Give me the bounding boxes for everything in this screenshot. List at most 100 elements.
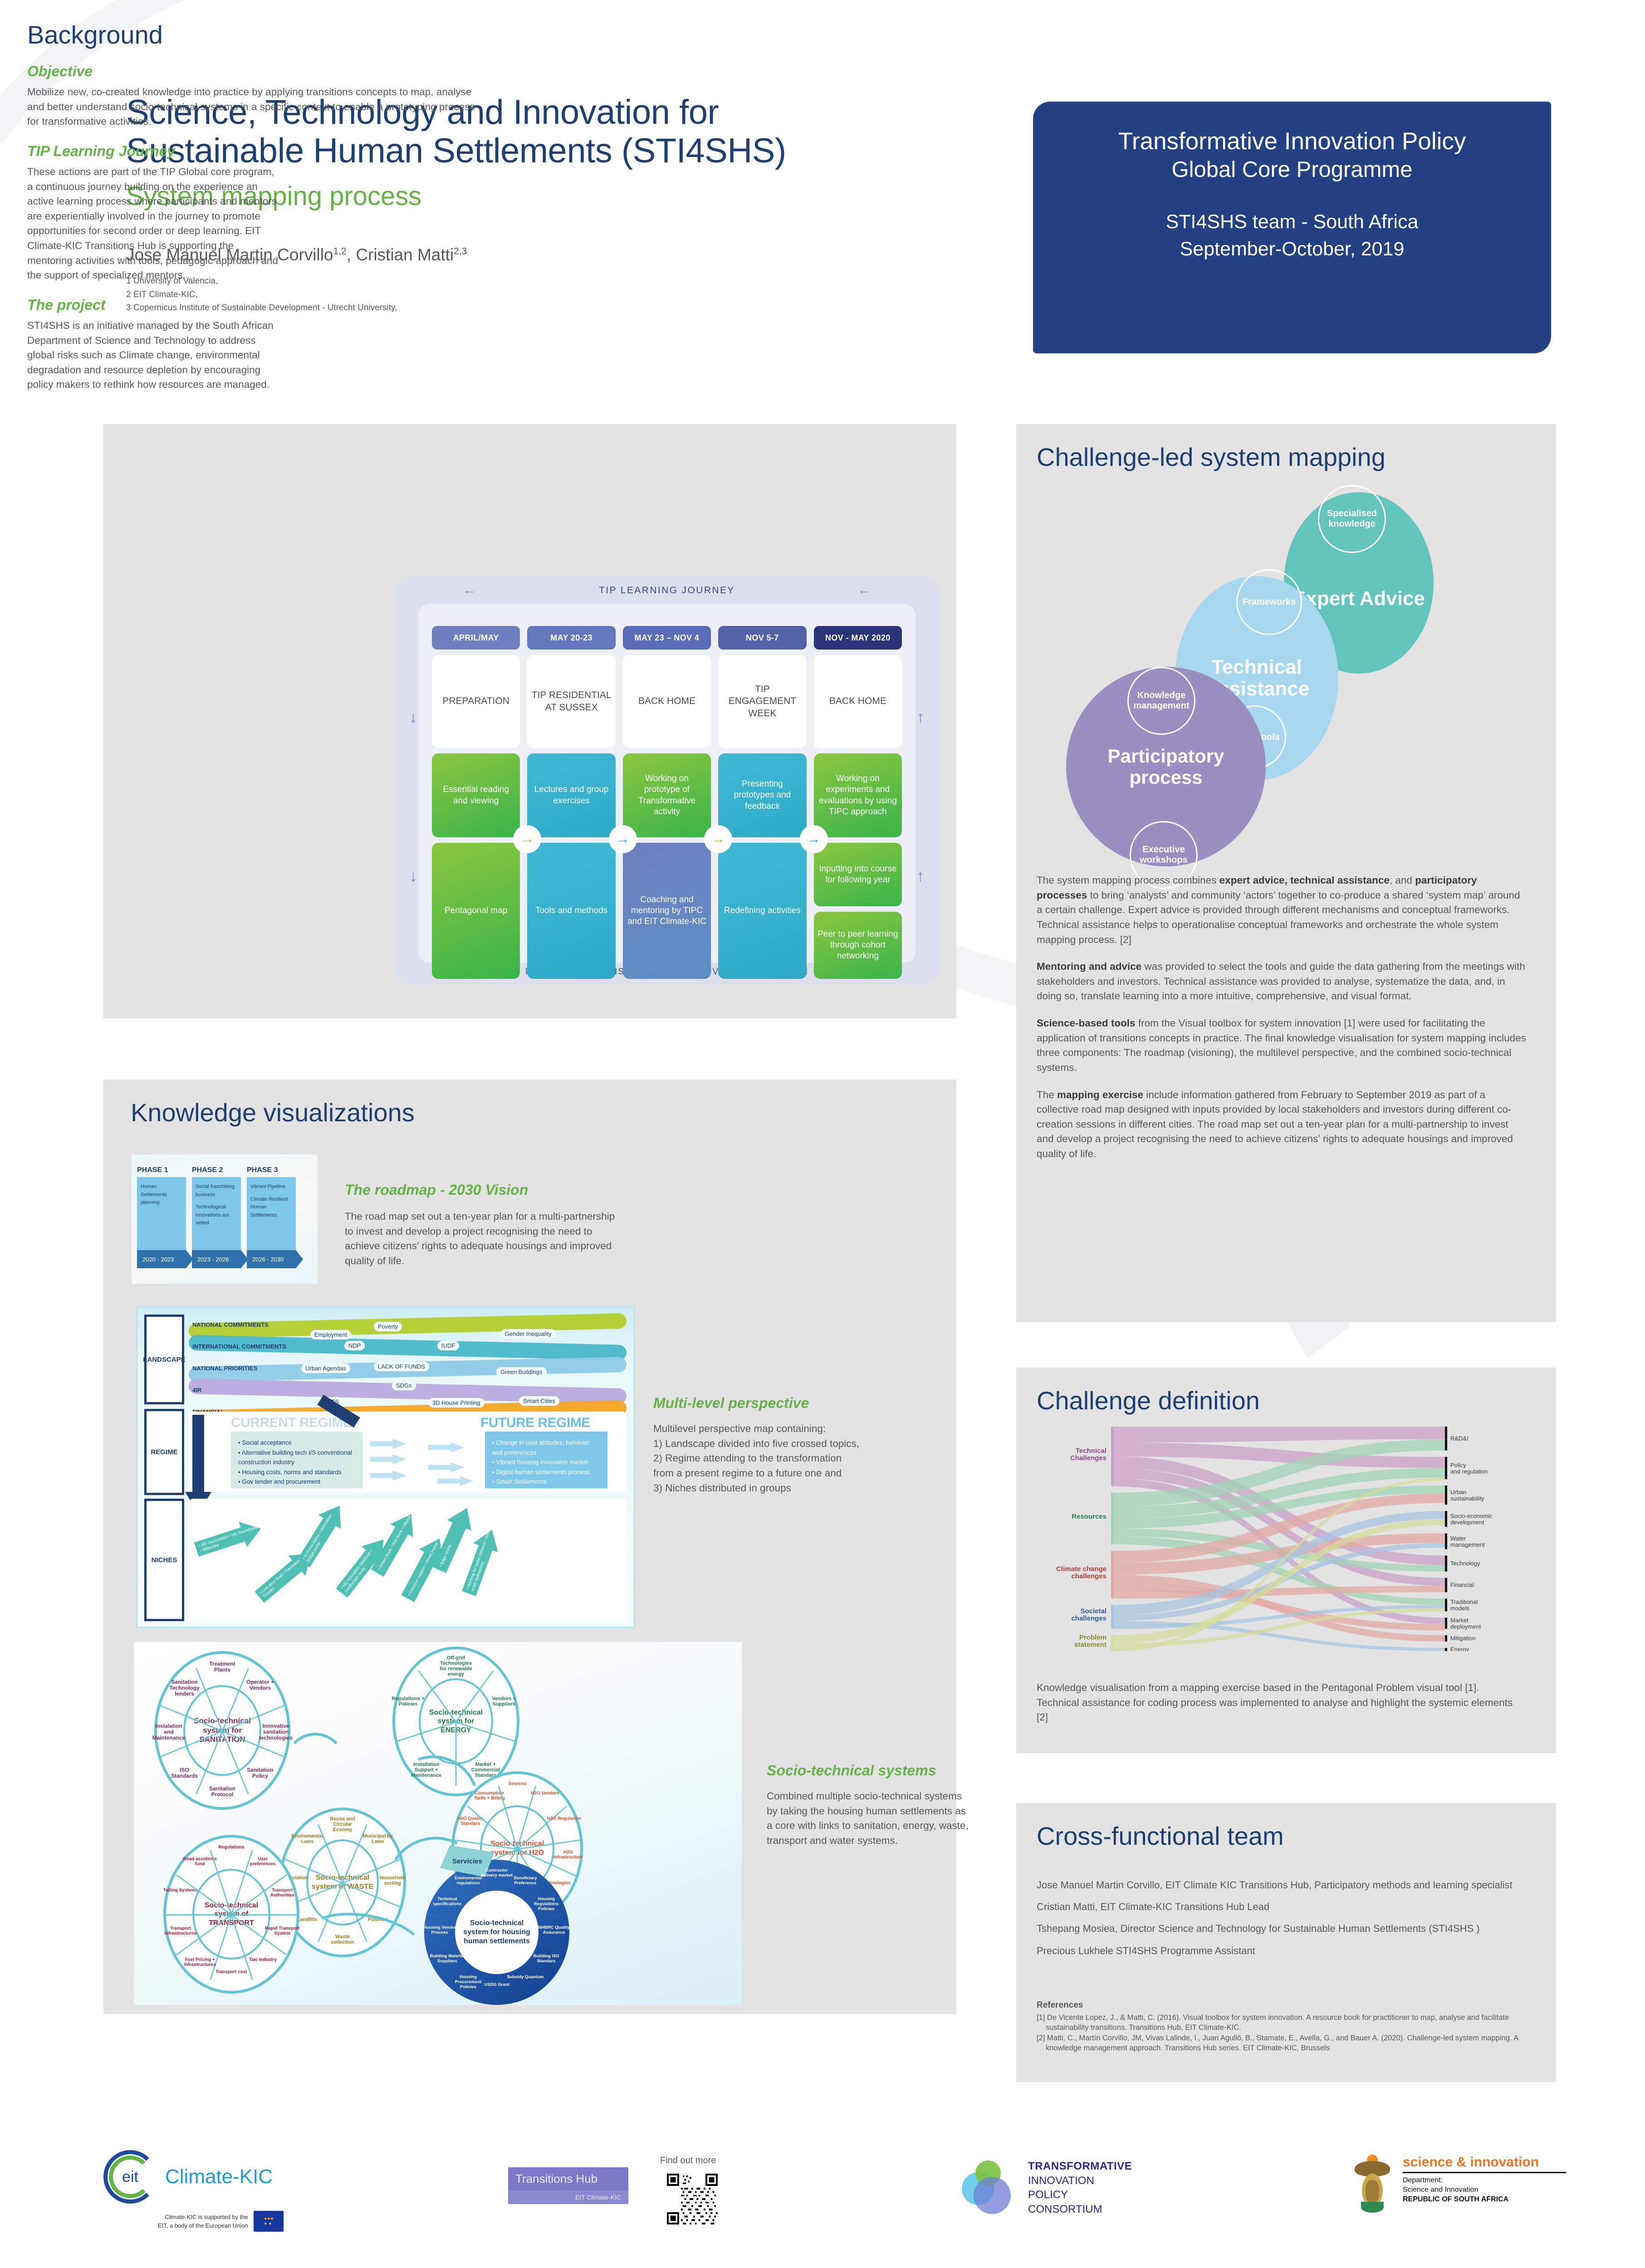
transitions-hub-logo: Transitions Hub EIT Climate-KIC (508, 2167, 644, 2204)
sankey-link (1114, 1519, 1445, 1643)
journey-activity-cell: Essential reading and viewing (432, 753, 520, 837)
sts-leaf-label: Transport Authorities (270, 1887, 294, 1898)
tipc-line-1: TRANSFORMATIVE (1028, 2160, 1132, 2172)
page-subtitle: System mapping process (126, 181, 422, 211)
title-line-1: Science, Technology and Innovation for (126, 93, 719, 132)
references-heading: References (1037, 2000, 1083, 2010)
sts-leaf-label: Fuel Pricing + Infrastructures (184, 1957, 216, 1968)
journey-arrow-left-down-2: ↓ (409, 866, 417, 885)
mlp-current-regime-box: • Social acceptance• Alternative buildin… (231, 1432, 362, 1488)
roadmap-phase-item: Human Settlements planning (141, 1184, 167, 1206)
journey-arrow-top-right: ← (857, 582, 871, 597)
mlp-regime-item: • Gov tender and procurement (238, 1478, 321, 1486)
team-member: Jose Manuel Martin Corvillo, EIT Climate… (1037, 1879, 1513, 1891)
mlp-landscape-pill: NDP (344, 1341, 365, 1350)
venn-sublabel-text-4: Knowledge management (1133, 690, 1190, 711)
eit-climate-kic-logo: eit Climate-KIC Climate-KIC is supported… (103, 2150, 299, 2232)
mlp-future-regime-box: • Change in user attitudes, behavior and… (485, 1432, 607, 1488)
transitions-hub-label: Transitions Hub (508, 2167, 628, 2190)
sts-leaf-label: H2O Infrastructure (553, 1849, 583, 1860)
author-2-affil: 2,3 (454, 246, 467, 257)
housing-sector-label: Beneficiary Preference (514, 1875, 537, 1886)
tipc-line-2: INNOVATION (1028, 2174, 1094, 2187)
mlp-caption-block: Multi-level perspective Multilevel persp… (653, 1395, 930, 1496)
journey-arrow-right-up-1: ↑ (916, 708, 925, 726)
housing-sector-label: Subsidy Quantum (507, 1975, 544, 1980)
journey-title: TIP LEARNING JOURNEY (599, 585, 735, 596)
roadmap-caption-heading: The roadmap - 2030 Vision (345, 1182, 529, 1198)
sts-leaf-label: Transport cost (215, 1969, 247, 1975)
roadmap-phase-label: PHASE 3 (247, 1166, 278, 1174)
project-heading: The project (27, 296, 106, 313)
mlp-transition-arrow-icon (428, 1462, 465, 1472)
sts-caption-text: Combined multiple socio-technical system… (767, 1790, 969, 1846)
mlp-regime-item: • Vibrant housing innovative market (492, 1459, 588, 1466)
housing-sector-label: Housing Procurement Policies (455, 1975, 482, 1989)
sts-leaf-label: ISO Standards (171, 1767, 198, 1779)
sts-leaf-label: Market + Commercial Standars (471, 1762, 500, 1779)
programme-line-1: Transformative Innovation Policy (1118, 128, 1466, 155)
mlp-regime-item: • Change in user attitudes, behavior and… (492, 1439, 590, 1456)
sts-leaf-label: Innovative sanitation technologies (259, 1723, 293, 1741)
dsi-line-1: Department: (1403, 2176, 1443, 2184)
journey-date-badge: NOV 5-7 (718, 626, 807, 650)
housing-sector-label: Housing Regulations Policies (534, 1897, 559, 1911)
sankey-target-node (1445, 1511, 1447, 1527)
programme-line-3: STI4SHS team - South Africa (1165, 211, 1419, 233)
mlp-landscape-pressure-arrow (192, 1415, 204, 1494)
programme-line-4: September-October, 2019 (1180, 238, 1405, 260)
sankey-source-node (1111, 1492, 1114, 1545)
housing-sector-label: NHBRC Quality Assurance (538, 1925, 570, 1935)
journey-activity-cell: Working on experiments and evaluations b… (813, 753, 902, 837)
sts-leaf-label: Landfills (297, 1916, 318, 1922)
sts-leaf-label: Sanitation Technology lenders (169, 1678, 200, 1697)
housing-sector-label: Building Material Suppliers (430, 1954, 465, 1964)
affiliation-3: 3 Copernicus Institute of Sustainable De… (126, 303, 397, 313)
background-heading: Background (27, 20, 163, 49)
sankey-target-label: Financial (1450, 1581, 1474, 1588)
qr-code-icon[interactable] (667, 2174, 718, 2224)
venn-sublabel-text-5: Executive workshops (1140, 845, 1188, 865)
clsm-paragraph-1: The system mapping process combines expe… (1037, 875, 1520, 945)
author-1-affil: 1,2 (333, 246, 347, 257)
sts-leaf-label: Technologies (541, 1880, 571, 1886)
team-member: Cristian Matti, EIT Climate-KIC Transiti… (1037, 1901, 1270, 1913)
author-separator: , Cristian Matti (346, 245, 454, 264)
housing-sector-label: Housing Vender Process (423, 1925, 456, 1935)
sa-coat-of-arms-icon (1352, 2155, 1393, 2214)
sankey-source-node (1111, 1550, 1114, 1599)
clsm-paragraph-3: Science-based tools from the Visual tool… (1037, 1017, 1526, 1073)
cross-functional-team-panel: Cross-functional team Jose Manuel Martin… (1016, 1803, 1556, 2082)
sankey-target-node (1445, 1618, 1447, 1629)
sts-leaf-label: Taxi Industry (249, 1957, 277, 1963)
sankey-target-node (1445, 1578, 1447, 1593)
housing-sector-label: Technical specifications (433, 1897, 462, 1906)
mlp-landscape-pill: IUDF (437, 1341, 460, 1350)
journey-arrow-right-up-2: ↑ (916, 866, 925, 885)
eit-ring-icon: eit (103, 2150, 157, 2204)
journey-date-badge: APRIL/MAY (432, 626, 520, 650)
journey-activity-cell: Peer to peer learning through cohort net… (813, 912, 902, 979)
mlp-landscape-band-label: INTERNATIONAL COMMITMENTS (192, 1343, 286, 1350)
sankey-link (1114, 1533, 1445, 1575)
mlp-transition-arrow-icon (370, 1439, 406, 1449)
mlp-caption-heading: Multi-level perspective (653, 1395, 809, 1411)
journey-stage-label: BACK HOME (813, 655, 902, 748)
sts-leaf-label: Household sorting (379, 1875, 406, 1887)
sankey-target-node (1445, 1647, 1447, 1651)
venn-sublabel-text-2: Frameworks (1242, 597, 1296, 607)
sankey-source-node (1111, 1427, 1114, 1486)
sankey-link (1114, 1427, 1445, 1443)
tipc-line-3: POLICY (1028, 2189, 1068, 2201)
roadmap-phase-label: PHASE 1 (137, 1166, 168, 1174)
team-member-list: Jose Manuel Martin Corvillo, EIT Climate… (1037, 1878, 1527, 1965)
journey-date-badge: MAY 20-23 (527, 626, 616, 650)
sankey-target-node (1445, 1555, 1447, 1572)
sts-leaf-label: Vendors + Suppliers (492, 1696, 516, 1707)
mlp-landscape-band-label: NATIONAL PRIORITIES (192, 1365, 258, 1372)
poster-title-block: Science, Technology and Innovation for S… (126, 93, 952, 315)
